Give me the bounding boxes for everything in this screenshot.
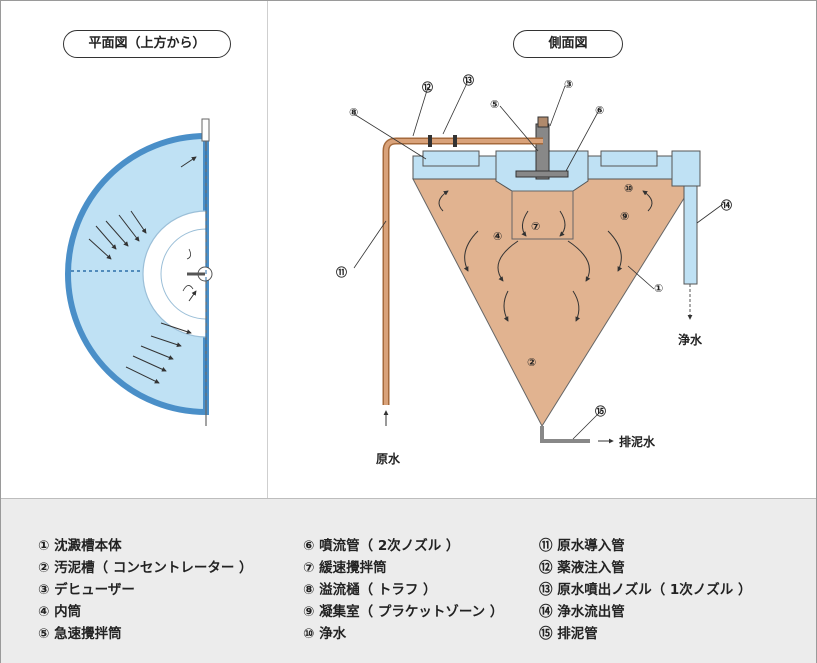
side-view-title: 側面図: [513, 30, 623, 58]
legend-item: ④ 内筒: [38, 604, 82, 620]
plan-view-title: 平面図（上方から）: [63, 30, 231, 58]
legend-column-1: ① 沈澱槽本体 ② 汚泥槽（ コンセントレーター ） ③ デヒューザー ④ 内筒…: [38, 535, 253, 645]
callout-15: ⑮: [595, 405, 606, 418]
sludge-pipe: [540, 426, 590, 443]
legend-item: ① 沈澱槽本体: [38, 538, 122, 554]
legend-column-3: ⑪ 原水導入管 ⑫ 薬液注入管 ⑬ 原水噴出ノズル（ 1次ノズル ） ⑭ 浄水流…: [539, 535, 752, 645]
raw-water-label: 原水: [376, 452, 401, 466]
callout-2: ②: [527, 356, 537, 369]
legend-item: ② 汚泥槽（ コンセントレーター ）: [38, 560, 253, 576]
parts-legend: ① 沈澱槽本体 ② 汚泥槽（ コンセントレーター ） ③ デヒューザー ④ 内筒…: [1, 498, 816, 663]
callout-1: ①: [654, 282, 664, 295]
legend-column-2: ⑥ 噴流管（ 2次ノズル ） ⑦ 緩速攪拌筒 ⑧ 溢流樋（ トラフ ） ⑨ 凝集…: [303, 535, 503, 645]
legend-item: ⑫ 薬液注入管: [539, 560, 625, 576]
trough-right: [600, 150, 658, 167]
callout-12: ⑫: [422, 81, 433, 94]
callout-6: ⑥: [595, 104, 605, 117]
slow-mixing-cylinder: [511, 190, 574, 240]
legend-item: ⑪ 原水導入管: [539, 538, 625, 554]
side-view-diagram: [353, 80, 724, 444]
callout-13: ⑬: [463, 74, 474, 87]
plan-view-diagram: [65, 118, 213, 426]
legend-item: ⑬ 原水噴出ノズル（ 1次ノズル ）: [539, 582, 752, 598]
legend-item: ⑦ 緩速攪拌筒: [303, 560, 387, 576]
clean-water-pipe: [683, 185, 698, 285]
callout-11: ⑪: [336, 266, 347, 279]
callout-7: ⑦: [531, 220, 541, 233]
callout-5: ⑤: [490, 98, 500, 111]
sludge-water-label: 排泥水: [619, 435, 656, 449]
callout-14: ⑭: [721, 199, 732, 212]
legend-item: ⑨ 凝集室（ プラケットゾーン ）: [303, 604, 504, 620]
legend-item: ⑧ 溢流樋（ トラフ ）: [303, 582, 437, 598]
callout-4: ④: [493, 230, 503, 243]
clean-water-label: 浄水: [678, 333, 703, 347]
panel-divider: [267, 1, 268, 498]
callout-9: ⑨: [620, 210, 630, 223]
trough-left: [422, 150, 480, 167]
legend-item: ⑭ 浄水流出管: [539, 604, 625, 620]
legend-item: ⑩ 浄水: [303, 626, 347, 642]
callout-10: ⑩: [624, 182, 634, 195]
legend-item: ⑮ 排泥管: [539, 626, 598, 642]
legend-item: ⑥ 噴流管（ 2次ノズル ）: [303, 538, 460, 554]
legend-item: ⑤ 急速攪拌筒: [38, 626, 122, 642]
legend-item: ③ デヒューザー: [38, 582, 135, 598]
callout-3: ③: [564, 78, 574, 91]
callout-8: ⑧: [349, 106, 359, 119]
